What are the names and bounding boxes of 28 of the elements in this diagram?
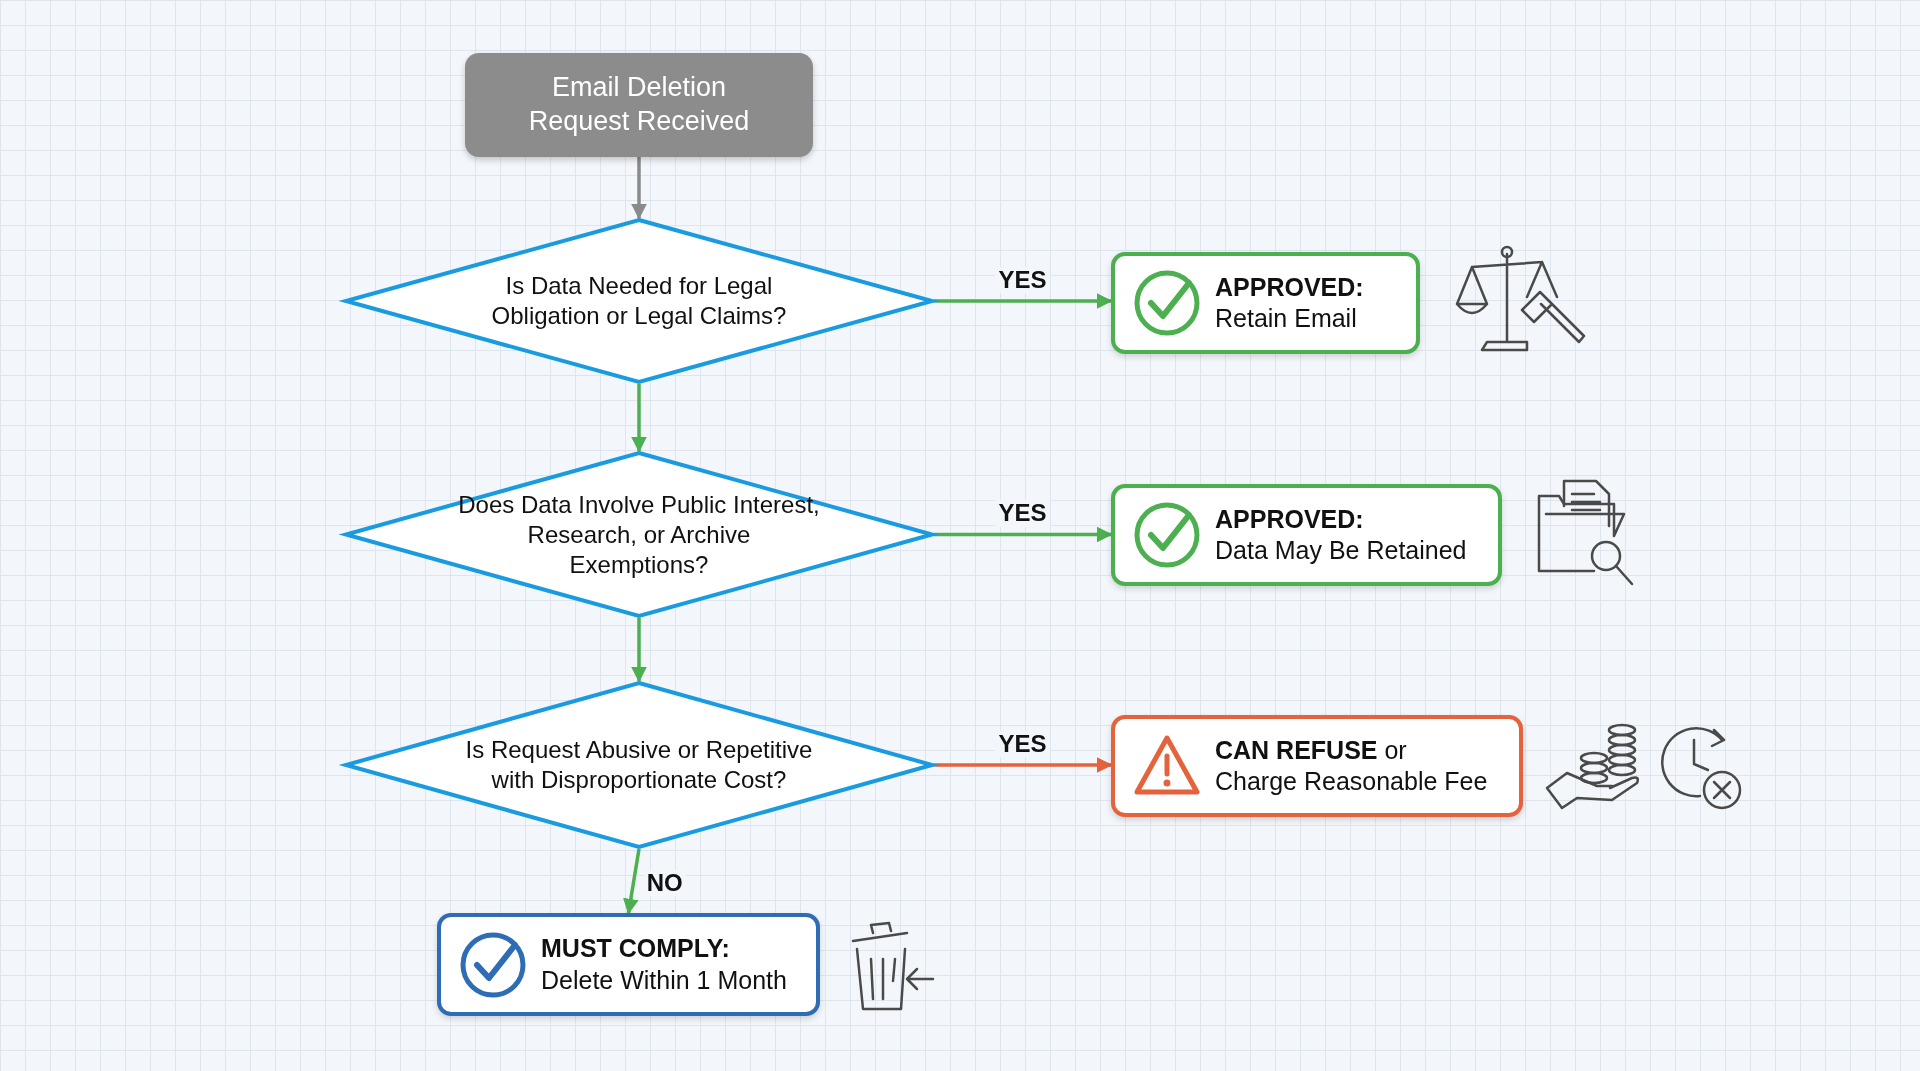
outcome-heading: CAN REFUSE or (1215, 734, 1408, 766)
outcome-box (437, 913, 820, 1016)
edge-label: YES (995, 266, 1050, 293)
edge-label: YES (995, 730, 1050, 757)
question-text: Does Data Involve Public Interest, Research, or Archive Exemptions? (457, 489, 821, 580)
arrow (934, 757, 1113, 773)
outcome-heading: APPROVED: (1215, 271, 1365, 303)
arrow (623, 848, 641, 915)
outcome-heading: APPROVED: (1215, 503, 1365, 535)
outcome-box (1111, 715, 1523, 817)
edge-label: YES (995, 500, 1050, 527)
arrow (631, 618, 647, 683)
edge-label: NO (643, 869, 686, 897)
outcome-text: Charge Reasonable Fee (1215, 766, 1489, 797)
outcome-text: Delete Within 1 Month (541, 964, 788, 996)
arrow (631, 157, 647, 220)
question-text: Is Data Needed for Legal Obligation or Legal Claims? (490, 271, 788, 331)
arrow (631, 384, 647, 453)
arrow (934, 526, 1113, 543)
outcome-text: Data May Be Retained (1215, 535, 1468, 566)
start-box (465, 53, 813, 157)
node-text: Email Deletion Request Received (527, 71, 751, 138)
outcome-heading: MUST COMPLY: (541, 933, 731, 965)
outcome-text: Retain Email (1215, 303, 1358, 334)
outcome-box (1111, 484, 1502, 586)
arrow (934, 293, 1113, 309)
outcome-box (1111, 252, 1420, 354)
question-text: Is Request Abusive or Repetitive with Disproportionate Cost? (464, 735, 814, 795)
